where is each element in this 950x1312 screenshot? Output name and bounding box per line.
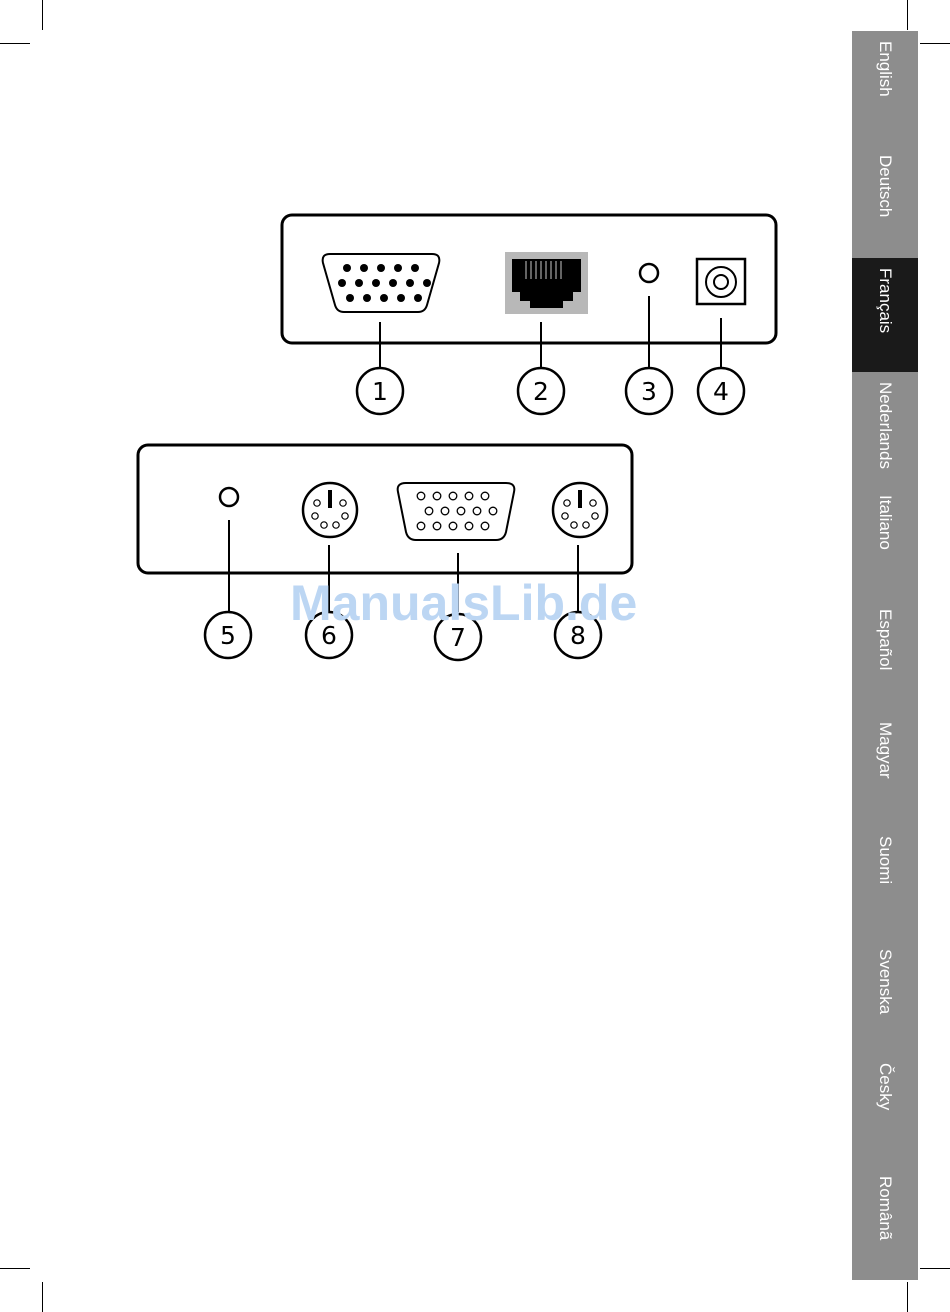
svg-text:5: 5 (220, 621, 236, 650)
rj45-port-icon (505, 252, 588, 314)
callout-3: 3 (626, 368, 672, 414)
callout-1: 1 (357, 368, 403, 414)
watermark: ManualsLib.de (290, 574, 637, 632)
ps2-port-icon (303, 483, 357, 537)
svg-text:3: 3 (641, 377, 657, 406)
vga-port-icon (323, 254, 440, 312)
led-indicator-icon (220, 488, 238, 506)
svg-text:2: 2 (533, 377, 549, 406)
svg-text:4: 4 (713, 377, 729, 406)
power-jack-icon (697, 259, 745, 304)
ps2-port-icon (553, 483, 607, 537)
vga-port-icon (398, 483, 515, 540)
callout-4: 4 (698, 368, 744, 414)
callout-2: 2 (518, 368, 564, 414)
led-indicator-icon (640, 264, 658, 282)
svg-text:1: 1 (372, 377, 388, 406)
callout-5: 5 (205, 612, 251, 658)
